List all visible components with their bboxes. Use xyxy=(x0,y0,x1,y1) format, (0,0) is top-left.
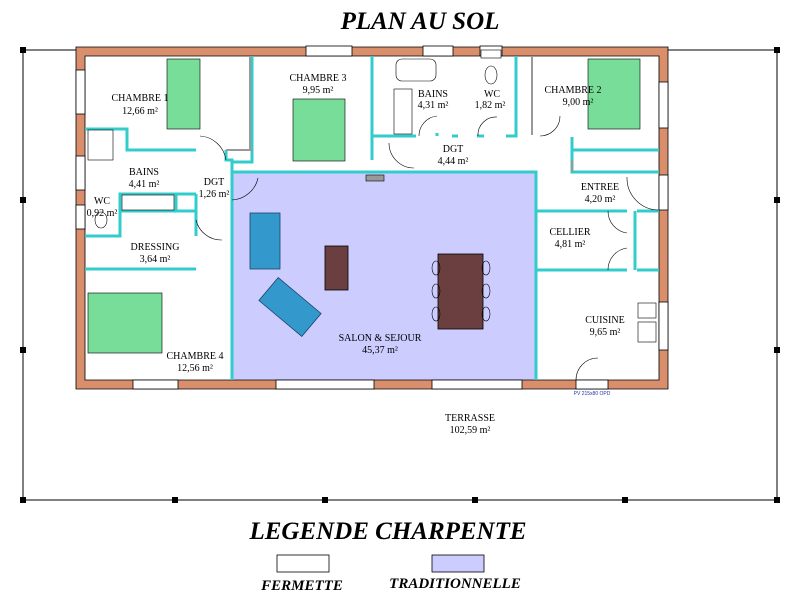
legend-label-fermette: FERMETTE xyxy=(260,578,343,594)
room-name: CHAMBRE 3 xyxy=(290,73,347,84)
stove-icon xyxy=(637,321,657,343)
room-name: CELLIER xyxy=(549,227,590,238)
exterior-walls xyxy=(75,46,669,390)
sofa-icon xyxy=(249,212,281,270)
room-name: CHAMBRE 4 xyxy=(167,351,224,362)
dining-table-icon xyxy=(437,253,484,330)
room-area: 4,81 m² xyxy=(555,239,586,250)
room-area: 12,66 m² xyxy=(122,106,158,117)
fixtures xyxy=(87,49,657,343)
room-area: 102,59 m² xyxy=(450,425,491,436)
legend: LEGENDE CHARPENTE FERMETTE TRADITIONNELL… xyxy=(248,518,526,594)
room-name: WC xyxy=(94,196,110,207)
shower-icon xyxy=(87,129,114,161)
room-area: 1,82 m² xyxy=(475,100,506,111)
legend-title: LEGENDE CHARPENTE xyxy=(248,518,526,545)
light-partitions xyxy=(226,56,573,172)
terrace-posts xyxy=(20,47,780,503)
bed-chambre-4 xyxy=(87,292,163,354)
double-sink-icon xyxy=(393,88,413,135)
room-area: 0,92 m² xyxy=(87,208,118,219)
room-name: CHAMBRE 1 xyxy=(112,93,169,104)
plan-title: PLAN AU SOL xyxy=(340,8,500,35)
room-name: WC xyxy=(484,89,500,100)
room-area: 9,65 m² xyxy=(590,327,621,338)
room-area: 4,41 m² xyxy=(129,179,160,190)
beds xyxy=(87,58,641,354)
bed-chambre-2 xyxy=(587,58,641,130)
sofa-icon xyxy=(258,276,322,338)
room-name: CUISINE xyxy=(585,315,624,326)
room-name: DGT xyxy=(443,144,464,155)
room-area: 9,95 m² xyxy=(303,85,334,96)
fireplace-icon xyxy=(365,174,385,182)
room-area: 4,20 m² xyxy=(585,194,616,205)
room-name: BAINS xyxy=(418,89,448,100)
bed-chambre-3 xyxy=(292,98,346,162)
room-area: 12,56 m² xyxy=(177,363,213,374)
toilet-icon xyxy=(484,65,498,85)
room-name: BAINS xyxy=(129,167,159,178)
legend-swatch-fermette xyxy=(276,554,330,573)
coffee-table-icon xyxy=(324,245,349,291)
room-name: DRESSING xyxy=(131,242,180,253)
toilet-icon xyxy=(94,211,108,229)
room-labels: CHAMBRE 1 12,66 m² CHAMBRE 3 9,95 m² BAI… xyxy=(87,73,625,436)
room-name: CHAMBRE 2 xyxy=(545,85,602,96)
room-name: TERRASSE xyxy=(445,413,495,424)
room-area: 1,26 m² xyxy=(199,189,230,200)
room-area: 4,44 m² xyxy=(438,156,469,167)
room-area: 45,37 m² xyxy=(362,345,398,356)
doors xyxy=(195,115,660,381)
bathtub-icon xyxy=(395,58,437,82)
chairs-icon xyxy=(431,260,491,322)
legend-swatch-traditionnelle xyxy=(431,554,485,573)
double-sink-icon xyxy=(121,194,175,211)
partitions xyxy=(85,56,659,380)
sink-icon xyxy=(637,302,657,319)
room-name: SALON & SEJOUR xyxy=(339,333,422,344)
room-area: 3,64 m² xyxy=(140,254,171,265)
room-area: 9,00 m² xyxy=(563,97,594,108)
door-note: PV 215x80 OPD xyxy=(574,391,611,397)
room-area: 4,31 m² xyxy=(418,100,449,111)
salon-area xyxy=(232,172,536,380)
bed-chambre-1 xyxy=(166,58,201,130)
room-name: DGT xyxy=(204,177,225,188)
furniture xyxy=(249,212,491,338)
legend-label-traditionnelle: TRADITIONNELLE xyxy=(389,576,521,592)
room-name: ENTREE xyxy=(581,182,619,193)
